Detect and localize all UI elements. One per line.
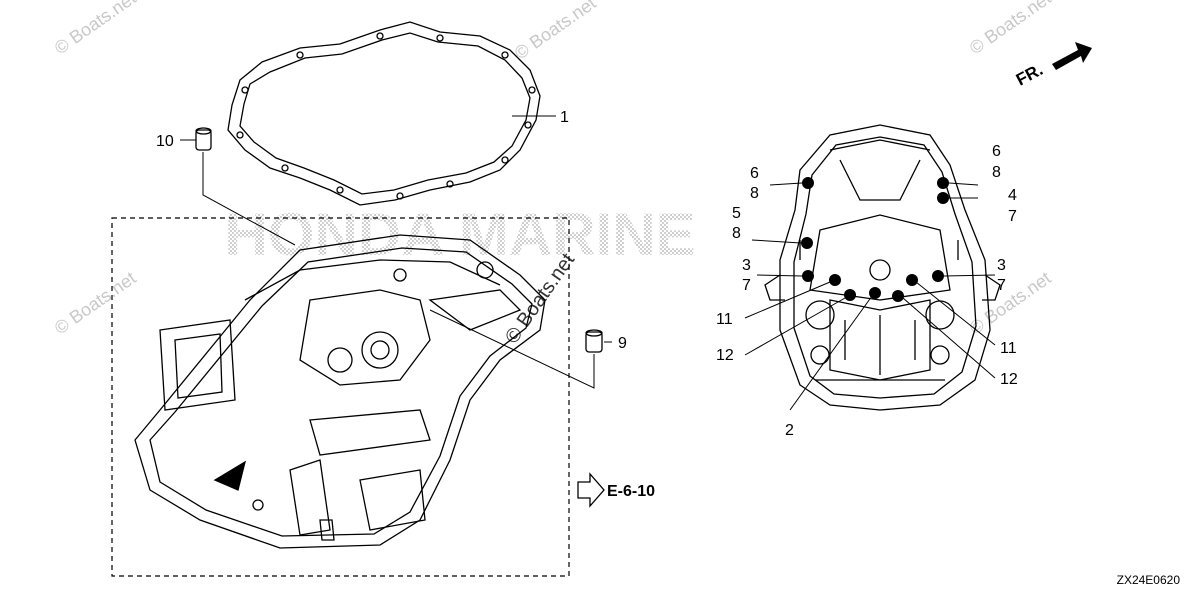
callout-left-11: 11 [716, 311, 733, 328]
front-direction-marker: FR. [1013, 42, 1092, 90]
callout-left-5: 5 [732, 205, 741, 222]
site-watermark: © Boats.net [51, 0, 140, 58]
callout-left-8a: 8 [750, 185, 759, 202]
callout-left-3: 3 [742, 257, 751, 274]
reference-label: E-6-10 [607, 483, 655, 500]
oil-pan-part [134, 234, 546, 549]
dowel-pin-part-10 [195, 127, 212, 151]
gasket-bolt-holes [236, 32, 536, 200]
callout-2: 2 [785, 422, 794, 439]
site-watermark: © Boats.net [966, 0, 1055, 58]
reference-arrow: E-6-10 [577, 472, 655, 508]
gasket-part-1 [227, 21, 541, 206]
dowel-pin-part-9 [585, 329, 603, 353]
diagram-code: ZX24E0620 [1117, 573, 1181, 587]
callout-right-3: 3 [997, 257, 1006, 274]
callout-10: 10 [156, 133, 174, 150]
brand-watermark-text: HONDA MARINE [224, 201, 695, 268]
site-watermark: © Boats.net [966, 268, 1055, 338]
reference-arrow-icon [577, 472, 605, 508]
callout-right-6: 6 [992, 143, 1001, 160]
callout-right-8: 8 [992, 164, 1001, 181]
callout-left-7: 7 [742, 277, 751, 294]
callout-right-7a: 7 [1008, 208, 1017, 225]
brand-watermark: HONDA MARINE [224, 201, 695, 268]
front-direction-label: FR. [1013, 60, 1046, 90]
site-watermark: © Boats.net [511, 0, 600, 63]
callout-left-12: 12 [716, 347, 734, 364]
oil-pan-top-view-part-2 [764, 124, 1001, 411]
callout-9: 9 [618, 335, 627, 352]
callout-1: 1 [560, 109, 569, 126]
leader-lines-right [744, 182, 996, 411]
bolt-markers [801, 177, 949, 302]
site-watermark: © Boats.net [51, 268, 140, 338]
callout-right-12: 12 [1000, 371, 1018, 388]
callout-right-7b: 7 [997, 277, 1006, 294]
callout-right-4: 4 [1008, 187, 1017, 204]
site-watermarks: © Boats.net © Boats.net © Boats.net © Bo… [51, 0, 1055, 348]
oil-pan-assembly-frame [111, 217, 570, 577]
leader-lines-left [180, 115, 612, 389]
callout-left-8b: 8 [732, 225, 741, 242]
callout-left-6: 6 [750, 165, 759, 182]
front-direction-arrow-icon [1052, 42, 1092, 70]
callout-right-11: 11 [1000, 340, 1017, 357]
